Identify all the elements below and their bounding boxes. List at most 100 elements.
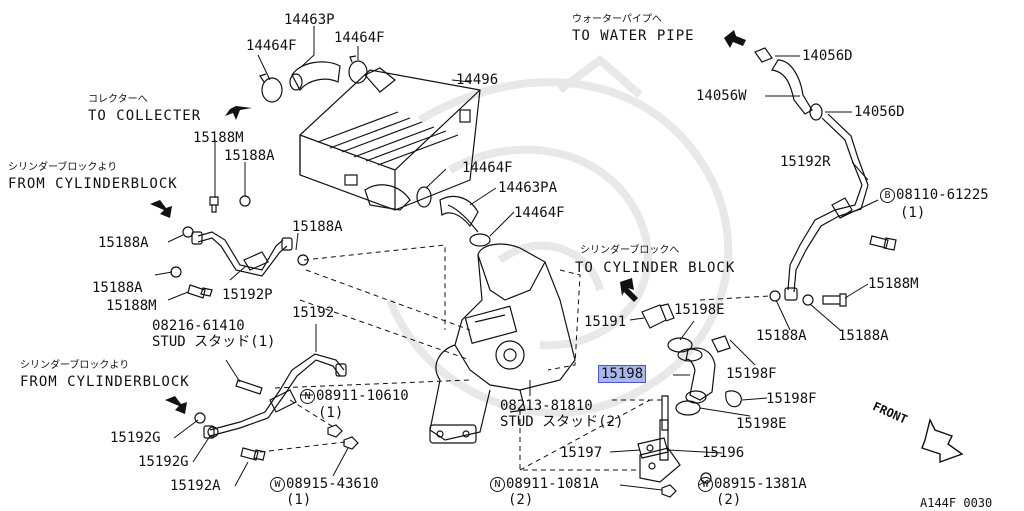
- intercooler-14496: [299, 67, 481, 211]
- callout-08915-43610-qty: (1): [286, 492, 312, 508]
- callout-15198F-a: 15198F: [726, 366, 777, 382]
- dashed-guides: [259, 244, 771, 471]
- prefix-w-icon: W: [270, 477, 285, 492]
- note-to-collecter: TO COLLECTER: [88, 108, 202, 124]
- callout-15188A-b: 15188A: [98, 235, 149, 251]
- callout-15192R: 15192R: [780, 154, 831, 170]
- pipe-15192P: [191, 231, 293, 277]
- clamp-15198E-b: [675, 400, 701, 416]
- callout-14463P: 14463P: [284, 12, 335, 28]
- note-to-collecter-jp: コレクターへ: [88, 94, 148, 105]
- pipe-15196: [639, 419, 681, 483]
- callout-stud-1: STUD スタッド(1): [152, 334, 276, 350]
- bolt-15188M-b: [187, 284, 213, 299]
- stud-08216: [235, 379, 263, 395]
- callout-14464F-a: 14464F: [246, 38, 297, 54]
- clamp-14464F-b: [348, 55, 368, 84]
- callout-15192G-a: 15192G: [110, 430, 161, 446]
- arrow-from-cylinder-1: [150, 200, 172, 218]
- connector-15191: [641, 303, 675, 329]
- callout-08216-61410: 08216-61410: [152, 318, 245, 334]
- callout-15188M-b: 15188M: [106, 298, 157, 314]
- callout-15192: 15192: [292, 305, 335, 321]
- front-arrow: [921, 417, 964, 463]
- callout-15197: 15197: [560, 445, 603, 461]
- callout-14463PA: 14463PA: [498, 180, 558, 196]
- callout-08911-1081A-qty: (2): [508, 492, 534, 508]
- callout-stud-2: STUD スタッド(2): [500, 414, 624, 430]
- callout-15188A-e: 15188A: [756, 328, 807, 344]
- callout-14056D-b: 14056D: [854, 104, 905, 120]
- callout-15198F-b: 15198F: [766, 391, 817, 407]
- watermark-emblem: [386, 54, 733, 417]
- callout-14464F-b: 14464F: [334, 30, 385, 46]
- callout-15192P: 15192P: [222, 287, 273, 303]
- callout-14056W: 14056W: [696, 88, 747, 104]
- prefix-b-icon: B: [880, 188, 895, 203]
- clamp-14464F-a: [259, 73, 283, 103]
- callout-15198E-a: 15198E: [674, 302, 725, 318]
- callout-15188M-c: 15188M: [868, 276, 919, 292]
- callout-08915-1381A-qty: (2): [716, 492, 742, 508]
- bolt-08110: [869, 235, 897, 251]
- note-to-cylinder-block: TO CYLINDER BLOCK: [575, 260, 736, 276]
- hose-14463P: [289, 61, 341, 92]
- pipe-15192R: [784, 113, 869, 301]
- bolt-15188M-c: [822, 293, 847, 307]
- arrow-to-collecter: [225, 106, 252, 120]
- clamp-15198F-b: [725, 390, 742, 408]
- arrow-to-water-pipe: [724, 30, 746, 48]
- hose-14463PA: [439, 195, 479, 233]
- callout-08110-61225-qty: (1): [900, 205, 926, 221]
- note-to-cylinder-block-jp: シリンダーブロックへ: [580, 245, 680, 256]
- arrow-from-cylinder-2: [165, 396, 187, 414]
- callout-15188A-a: 15188A: [224, 148, 275, 164]
- bolt-15192A: [240, 447, 266, 461]
- callout-14056D-a: 14056D: [802, 48, 853, 64]
- callout-14464F-c: 14464F: [462, 160, 513, 176]
- callout-15192G-b: 15192G: [138, 454, 189, 470]
- callout-15188M-a: 15188M: [193, 130, 244, 146]
- stud-08213: [661, 395, 669, 431]
- prefix-n-icon: N: [300, 389, 315, 404]
- figure-id: A144F 0030: [920, 496, 993, 510]
- callout-14496: 14496: [456, 72, 499, 88]
- note-from-cylinderblock-1: FROM CYLINDERBLOCK: [8, 176, 178, 192]
- callout-08213-81810: 08213-81810: [500, 398, 593, 414]
- callout-15188A-f: 15188A: [838, 328, 889, 344]
- prefix-w-icon-2: W: [698, 477, 713, 492]
- bolt-15188M-a: [209, 196, 219, 213]
- callout-15191: 15191: [584, 314, 627, 330]
- pipe-15192: [203, 353, 347, 439]
- clamp-15198F-a: [711, 335, 731, 353]
- nuts: [327, 424, 677, 498]
- clamp-14464F-c: [416, 186, 432, 208]
- callout-08911-10610-qty: (1): [318, 405, 344, 421]
- arrow-to-cylinder-block: [620, 278, 638, 302]
- callout-15188A-d: 15188A: [92, 280, 143, 296]
- note-to-water-pipe: TO WATER PIPE: [572, 28, 695, 44]
- callout-15196: 15196: [702, 445, 745, 461]
- clamp-15198E-a: [667, 337, 693, 353]
- callout-15198E-b: 15198E: [736, 416, 787, 432]
- callout-15188A-c: 15188A: [292, 219, 343, 235]
- note-from-cylinderblock-2: FROM CYLINDERBLOCK: [20, 374, 190, 390]
- callout-15198-highlighted[interactable]: 15198: [598, 365, 647, 383]
- note-from-cylinderblock-2-jp: シリンダーブロックより: [20, 360, 130, 371]
- note-from-cylinderblock-1-jp: シリンダーブロックより: [8, 162, 118, 173]
- hose-14056W: [754, 47, 823, 121]
- callout-15192A: 15192A: [170, 478, 221, 494]
- callout-14464F-d: 14464F: [514, 205, 565, 221]
- gasket-15197: [637, 437, 669, 459]
- direction-arrows: [150, 30, 746, 414]
- note-to-water-pipe-jp: ウォーターパイプへ: [572, 14, 662, 25]
- prefix-n-icon-2: N: [490, 477, 505, 492]
- clamp-14464F-d: [469, 233, 491, 247]
